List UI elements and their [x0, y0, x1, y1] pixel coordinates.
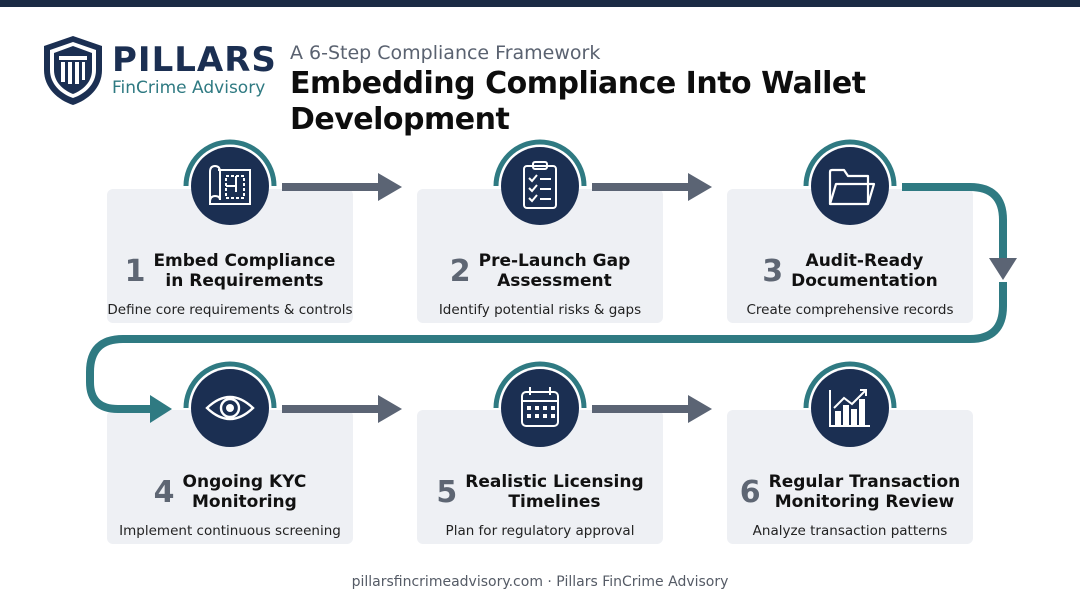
step-title-line1: Regular Transaction	[768, 472, 961, 492]
step-number: 6	[739, 474, 761, 510]
step-title-line1: Ongoing KYC	[182, 472, 307, 492]
arrow-4-to-5	[282, 395, 402, 423]
page-subtitle: A 6-Step Compliance Framework	[290, 42, 601, 64]
step-number: 2	[449, 253, 471, 289]
step-title-line2: Documentation	[791, 271, 938, 291]
calendar-icon	[521, 387, 559, 427]
connector-return-to-4	[86, 282, 1007, 423]
step-title-line2: Assessment	[497, 271, 612, 291]
step-title-line2: Monitoring Review	[774, 492, 955, 512]
step-description: Define core requirements & controls	[107, 302, 353, 318]
step-title: Regular Transaction Monitoring Review	[769, 472, 961, 512]
step-number: 1	[124, 253, 146, 289]
step-title-line2: Timelines	[508, 492, 601, 512]
brand-name: PILLARS	[112, 40, 277, 80]
step-title-line2: in Requirements	[165, 271, 324, 291]
step-6-badge	[803, 361, 897, 447]
step-description: Plan for regulatory approval	[445, 523, 635, 539]
connector-3-down	[902, 183, 1017, 280]
step-1-badge	[183, 139, 277, 225]
step-title: Realistic Licensing Timelines	[465, 472, 643, 512]
blueprint-icon	[209, 164, 251, 205]
step-title-line1: Pre-Launch Gap	[478, 251, 631, 271]
folder-icon	[828, 168, 876, 206]
arrow-2-to-3	[592, 173, 712, 201]
step-description: Create comprehensive records	[746, 302, 954, 318]
step-5-badge	[493, 361, 587, 447]
step-description: Implement continuous screening	[119, 523, 341, 539]
step-title-line2: Monitoring	[192, 492, 297, 512]
step-2-badge	[493, 139, 587, 225]
step-3-badge	[803, 139, 897, 225]
footer-text: pillarsfincrimeadvisory.com · Pillars Fi…	[351, 574, 729, 590]
step-title-line1: Realistic Licensing	[465, 472, 644, 492]
chart-icon	[829, 389, 870, 427]
checklist-icon	[523, 161, 557, 209]
step-number: 4	[153, 474, 175, 510]
step-number: 3	[762, 253, 784, 289]
eye-icon	[205, 395, 255, 421]
step-number: 5	[436, 474, 458, 510]
brand-tagline: FinCrime Advisory	[112, 78, 266, 98]
shield-logo-icon	[44, 36, 102, 105]
step-title: Audit-Ready Documentation	[791, 251, 938, 291]
step-title: Embed Compliance in Requirements	[153, 251, 335, 291]
arrow-1-to-2	[282, 173, 402, 201]
step-title-line1: Embed Compliance	[153, 251, 336, 271]
step-description: Identify potential risks & gaps	[438, 302, 642, 318]
step-description: Analyze transaction patterns	[752, 523, 948, 539]
step-4-badge	[183, 361, 277, 447]
page-title: Embedding Compliance Into Wallet Develop…	[290, 66, 866, 137]
top-accent-bar	[0, 0, 1080, 7]
step-title-line1: Audit-Ready	[805, 251, 924, 271]
arrow-5-to-6	[592, 395, 712, 423]
step-title: Ongoing KYC Monitoring	[183, 472, 307, 512]
step-title: Pre-Launch Gap Assessment	[479, 251, 631, 291]
